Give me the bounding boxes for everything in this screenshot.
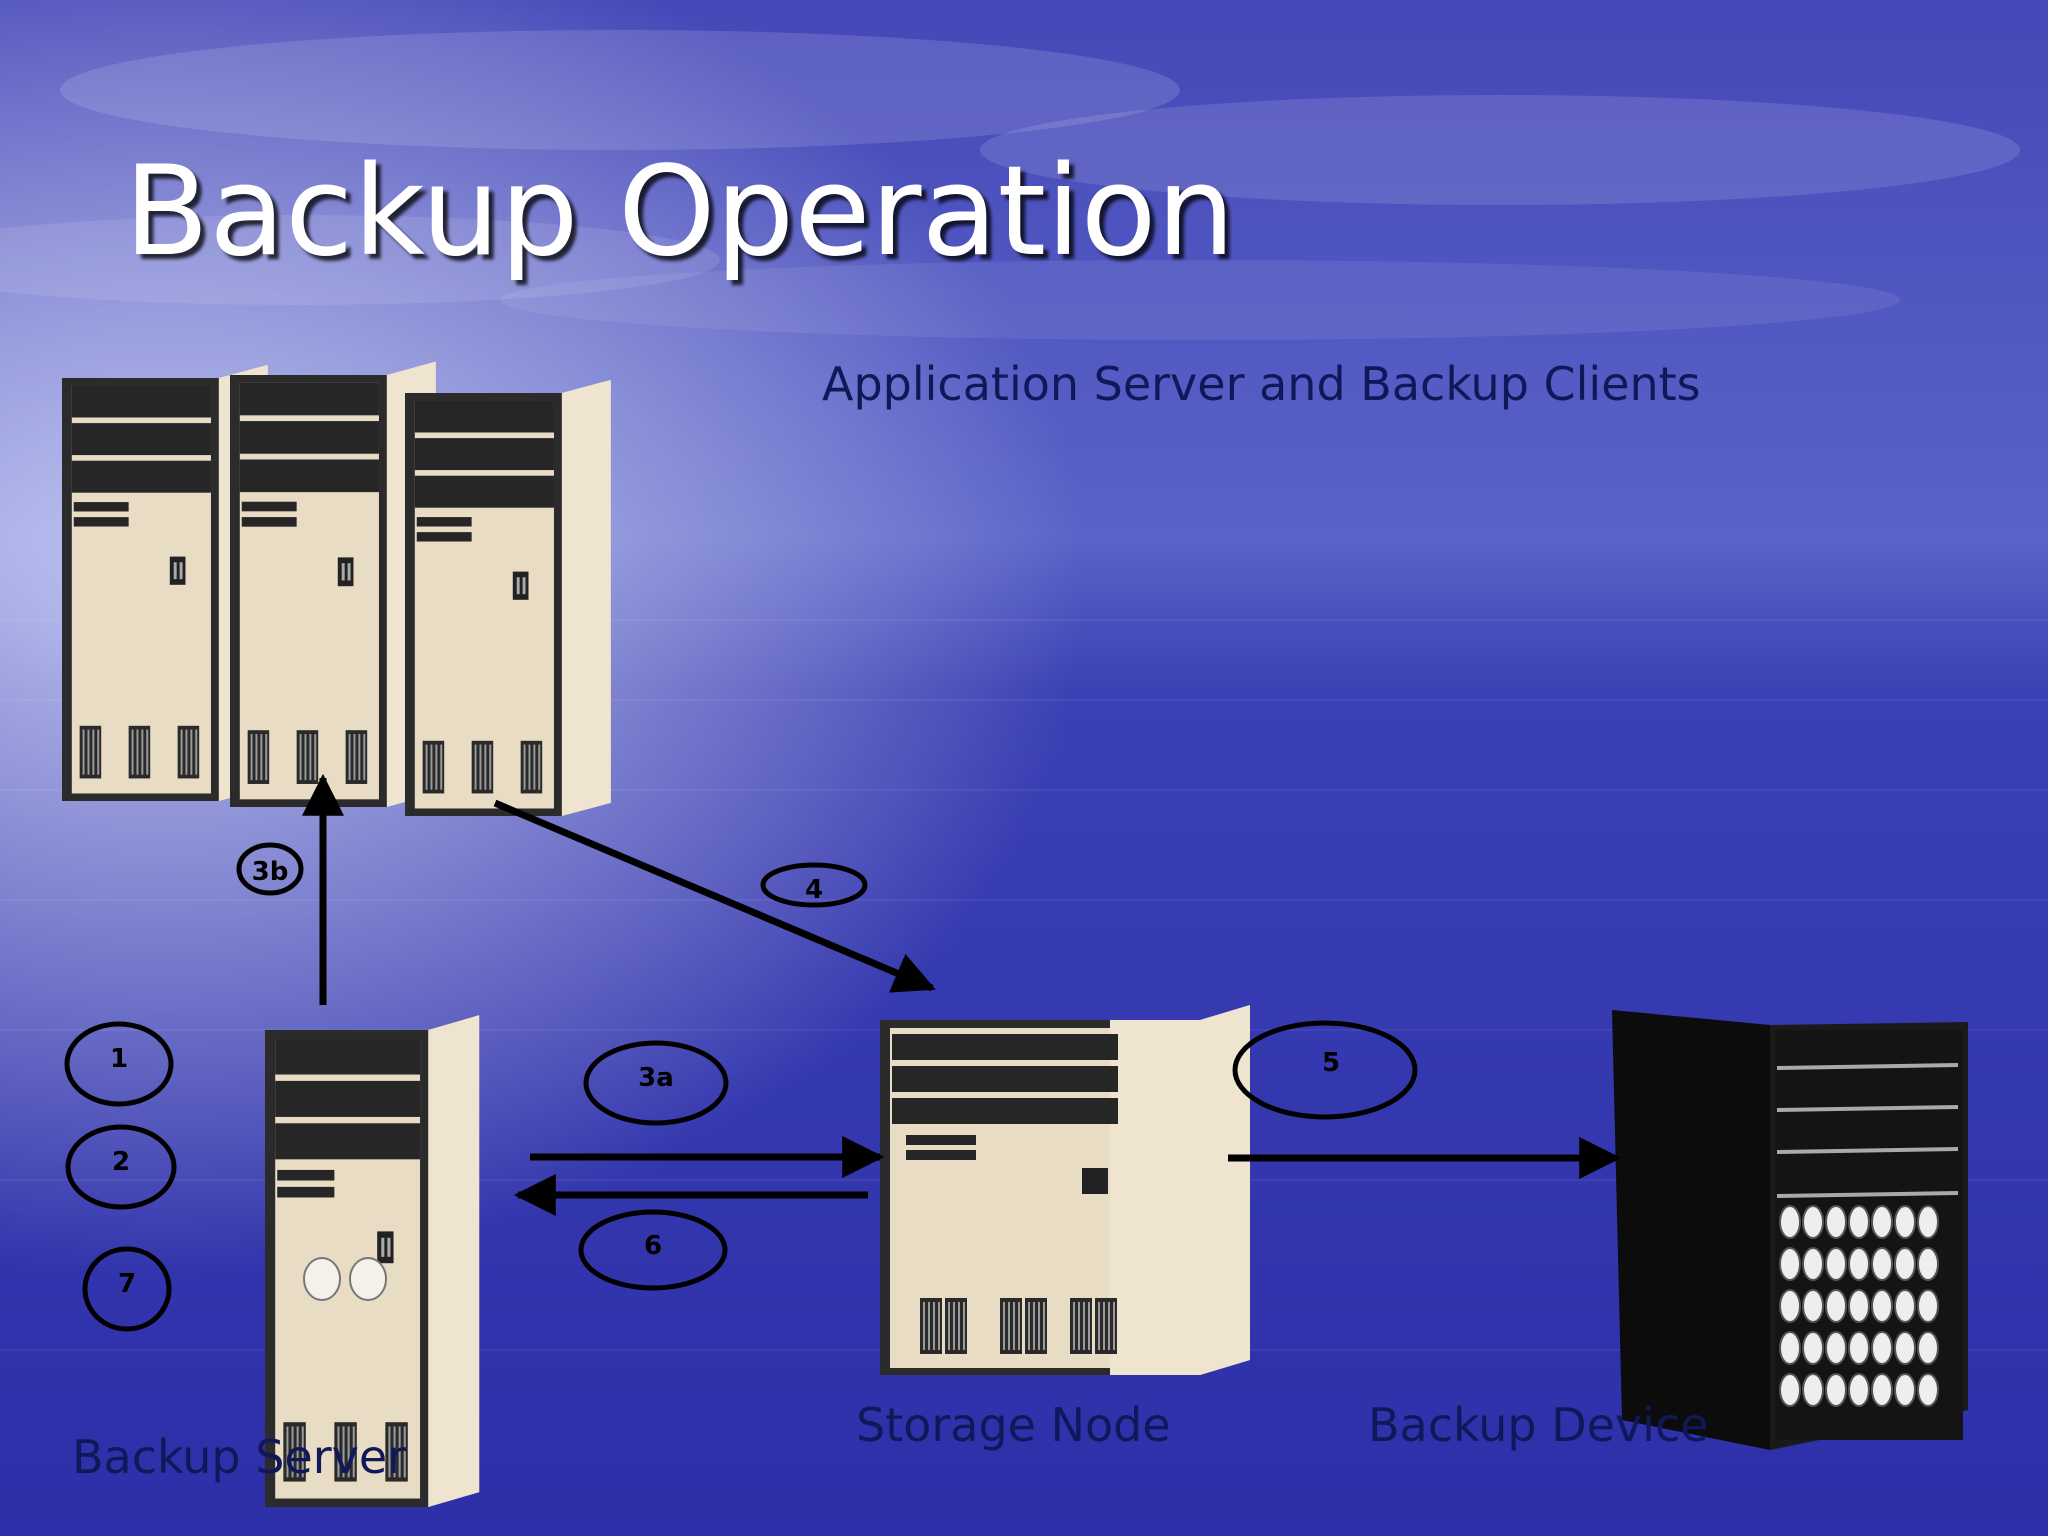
tape-cartridge (1779, 1373, 1801, 1407)
step-7-ellipse (82, 1246, 172, 1332)
step-4-label: 4 (805, 875, 823, 905)
step-1-label: 1 (110, 1044, 128, 1074)
tape-cartridge (1894, 1247, 1916, 1281)
application-server-icon (62, 362, 611, 816)
tape-cartridge (1825, 1373, 1847, 1407)
storage-node-icon (880, 1005, 1250, 1375)
backup-device-label: Backup Device (1368, 1398, 1709, 1452)
tape-cartridge (1802, 1373, 1824, 1407)
tape-cartridge (1871, 1205, 1893, 1239)
tape-cartridge (1802, 1247, 1824, 1281)
step-3b-ellipse (236, 842, 304, 896)
tape-cartridge (1825, 1331, 1847, 1365)
step-5-ellipse (1232, 1020, 1418, 1120)
tape-cartridge (1917, 1331, 1939, 1365)
tape-cartridge (1917, 1205, 1939, 1239)
step-2-label: 2 (112, 1147, 130, 1177)
backup-server-icon (265, 1015, 479, 1507)
tape-cartridge (1779, 1247, 1801, 1281)
tape-cartridge (1848, 1331, 1870, 1365)
step-6-ellipse (578, 1209, 728, 1291)
tape-cartridge (1848, 1373, 1870, 1407)
step-1-ellipse (64, 1021, 174, 1107)
tape-cartridge (1871, 1247, 1893, 1281)
tape-cartridge (1871, 1373, 1893, 1407)
step-4-ellipse (760, 862, 868, 908)
step-3a-ellipse (583, 1040, 729, 1126)
step-7-label: 7 (118, 1269, 136, 1299)
tape-cartridge (1779, 1331, 1801, 1365)
tape-cartridge (1894, 1289, 1916, 1323)
tape-cartridge (1848, 1205, 1870, 1239)
backup-server-label: Backup Server (72, 1430, 407, 1484)
step-3b-label: 3b (252, 857, 289, 887)
tape-cartridge (1917, 1289, 1939, 1323)
tape-cartridge (1825, 1289, 1847, 1323)
tape-cartridge (1894, 1205, 1916, 1239)
arrows (302, 773, 1622, 1216)
tape-cartridge (1779, 1289, 1801, 1323)
tape-cartridge (1848, 1247, 1870, 1281)
step-3a-label: 3a (638, 1063, 674, 1093)
tape-cartridge (1802, 1331, 1824, 1365)
tape-cartridge (1871, 1289, 1893, 1323)
tape-cartridge (1848, 1289, 1870, 1323)
storage-node-label: Storage Node (856, 1398, 1171, 1452)
clients-label: Application Server and Backup Clients (822, 357, 1701, 411)
tape-cartridge (1917, 1247, 1939, 1281)
tape-cartridge (1917, 1373, 1939, 1407)
step-5-label: 5 (1322, 1048, 1340, 1078)
arrow-4 (493, 799, 936, 993)
step-6-label: 6 (644, 1231, 662, 1261)
tape-cartridge (1871, 1331, 1893, 1365)
tape-cartridge (1779, 1205, 1801, 1239)
tape-cartridge (1894, 1331, 1916, 1365)
tape-library-icon (1612, 1010, 1968, 1450)
tape-cartridge (1802, 1205, 1824, 1239)
tape-cartridge (1825, 1247, 1847, 1281)
tape-cartridge (1894, 1373, 1916, 1407)
tape-cartridge (1825, 1205, 1847, 1239)
step-2-ellipse (65, 1124, 177, 1210)
slide-title: Backup Operation (124, 140, 1236, 284)
tape-cartridge (1802, 1289, 1824, 1323)
